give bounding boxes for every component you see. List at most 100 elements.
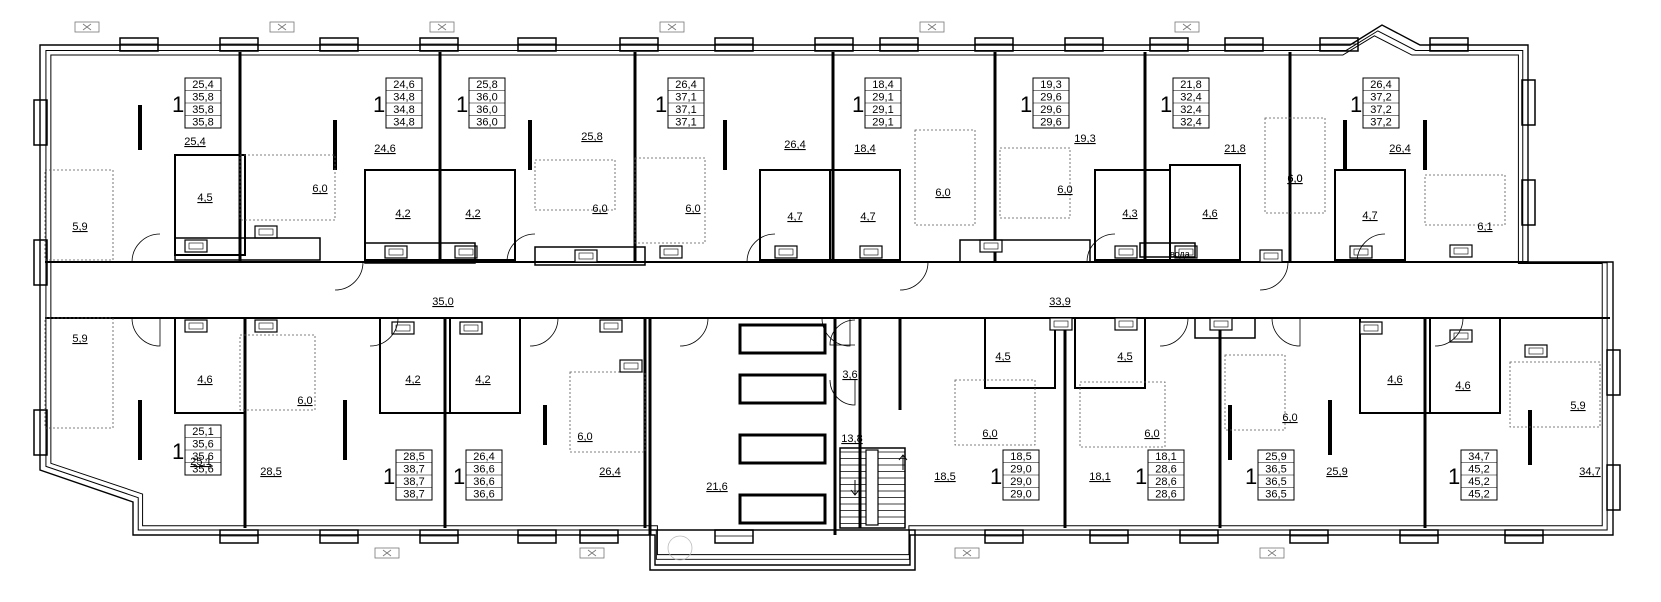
room-area-label: 4,7: [1362, 210, 1377, 222]
apartment-area-table: 126,436,636,636,6: [453, 449, 503, 501]
room-area-label: 35,0: [432, 296, 453, 308]
room-area-label: 24,6: [374, 143, 395, 155]
area-value: 36,6: [473, 489, 494, 501]
room-area-label: 18,5: [934, 471, 955, 483]
stair-protrusion: [649, 529, 916, 571]
wheelchair-icon: [667, 535, 693, 561]
area-value: 37,1: [675, 104, 696, 116]
sink-fixture: [1449, 329, 1473, 343]
room-area-label: 5,9: [1570, 400, 1585, 412]
area-value: 35,6: [192, 464, 213, 476]
room-area-label: 28,5: [260, 466, 281, 478]
area-value: 25,1: [192, 426, 213, 438]
area-value: 45,2: [1468, 489, 1489, 501]
bathroom-wall: [174, 317, 246, 414]
room-area-label: 4,6: [1387, 374, 1402, 386]
area-value: 36,5: [1265, 464, 1286, 476]
storage-wall: [738, 433, 827, 465]
area-value: 32,4: [1180, 104, 1201, 116]
room-area-label: 26,4: [784, 139, 805, 151]
room-count: 1: [1448, 464, 1460, 489]
sink-fixture: [659, 245, 683, 259]
area-value: 34,8: [393, 104, 414, 116]
sink-fixture: [391, 321, 415, 335]
kitchen-counter: [1194, 317, 1256, 339]
door-swing: [131, 233, 161, 263]
apartment-area-table: 125,135,635,635,6: [172, 424, 222, 476]
area-value: 18,5: [1010, 451, 1031, 463]
area-value: 28,6: [1155, 489, 1176, 501]
window: [419, 529, 459, 544]
area-value: 34,8: [393, 92, 414, 104]
room-area-label: 6,0: [297, 395, 312, 407]
area-value: 29,0: [1010, 489, 1031, 501]
outer-wall-line: [39, 24, 1614, 566]
area-value: 29,6: [1040, 117, 1061, 129]
room-area-label: 6,0: [685, 203, 700, 215]
apartment-area-table: 126,437,237,237,2: [1350, 77, 1400, 129]
room-area-label: 4,7: [787, 211, 802, 223]
room-count: 1: [172, 92, 184, 117]
sink-fixture: [459, 321, 483, 335]
bathroom-wall: [449, 317, 521, 414]
storage-wall: [738, 493, 827, 525]
door-swing: [1086, 233, 1116, 263]
bathroom-wall: [1074, 317, 1146, 389]
room-area-label: 5,9: [72, 221, 87, 233]
window: [1089, 529, 1129, 544]
apartment-area-table: 125,936,536,536,5: [1245, 449, 1295, 501]
area-value: 45,2: [1468, 476, 1489, 488]
sink-fixture: [1259, 249, 1283, 263]
room-area-label: 4,6: [1455, 380, 1470, 392]
area-value: 35,8: [192, 117, 213, 129]
room-area-label: 6,0: [935, 187, 950, 199]
room-area-label: 25,8: [581, 131, 602, 143]
vent-icon: [1259, 547, 1285, 559]
area-value: 36,0: [476, 117, 497, 129]
furniture-zone: [1224, 354, 1286, 431]
room-area-label: 6,1: [1477, 221, 1492, 233]
area-value: 37,1: [675, 92, 696, 104]
vent-icon: [659, 21, 685, 33]
apartment-area-tables: 125,435,835,835,8124,634,834,834,8125,83…: [172, 77, 1498, 501]
vent-icon: [74, 21, 100, 33]
room-count: 1: [1160, 92, 1172, 117]
sink-fixture: [574, 249, 598, 263]
area-value: 24,6: [393, 79, 414, 91]
storage-wall: [738, 323, 827, 355]
window: [579, 529, 619, 544]
room-area-label: 6,0: [577, 431, 592, 443]
furniture-zone: [954, 379, 1036, 446]
area-value: 38,7: [403, 476, 424, 488]
sink-fixture: [1349, 245, 1373, 259]
room-area-label: 6,0: [1057, 184, 1072, 196]
room-area-label: 4,6: [197, 374, 212, 386]
outer-wall-line: [50, 35, 1603, 556]
room-area-label: 4,5: [1117, 351, 1132, 363]
apartment-area-table: 125,836,036,036,0: [456, 77, 506, 129]
furniture-zone: [999, 147, 1071, 219]
area-value: 28,6: [1155, 476, 1176, 488]
door-swing: [131, 317, 161, 347]
window: [984, 529, 1024, 544]
room-area-label: 25,1: [190, 456, 211, 468]
kitchen-counter: [534, 246, 646, 266]
sink-fixture: [1049, 317, 1073, 331]
area-value: 37,2: [1370, 117, 1391, 129]
room-count: 1: [1350, 92, 1362, 117]
area-value: 36,6: [473, 464, 494, 476]
area-value: 25,4: [192, 79, 213, 91]
room-area-label: 4,3: [1122, 208, 1137, 220]
door-swing: [679, 317, 709, 347]
area-value: 29,6: [1040, 104, 1061, 116]
water-label: вода: [1170, 249, 1190, 259]
area-value: 29,6: [1040, 92, 1061, 104]
room-area-label: 34,7: [1579, 466, 1600, 478]
apartment-area-table: 118,529,029,029,0: [990, 449, 1040, 501]
sink-fixture: [599, 319, 623, 333]
bathroom-wall: [1334, 169, 1406, 261]
sink-fixture: [1209, 317, 1233, 331]
bathroom-wall: [984, 317, 1056, 389]
